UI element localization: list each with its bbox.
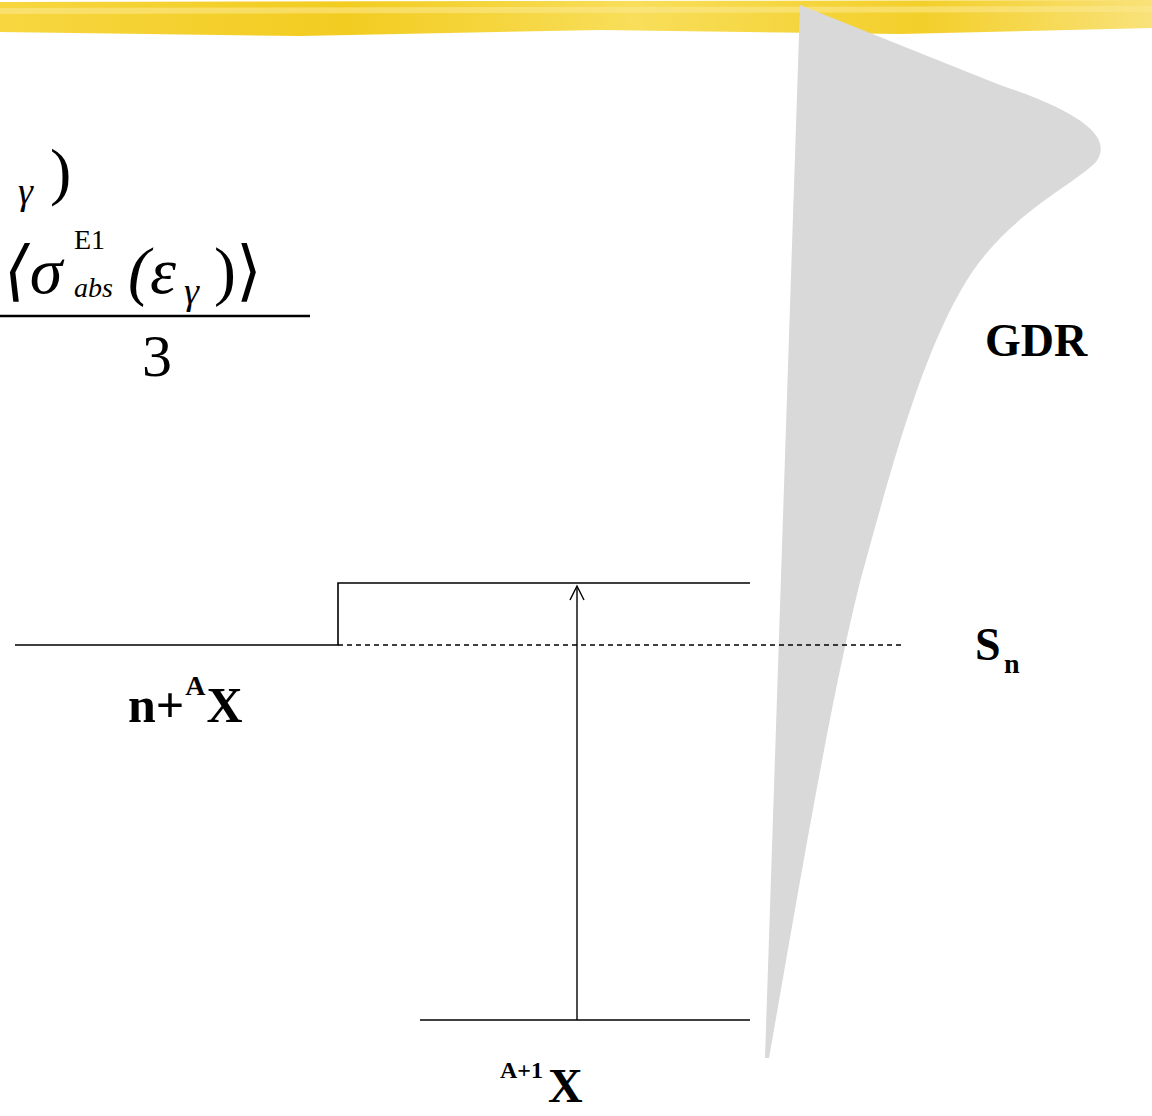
transition-arrow: [576, 587, 577, 1020]
channel-label: n+: [128, 680, 184, 730]
formula-superscript: E1: [74, 226, 105, 254]
resonance-label: GDR: [985, 318, 1087, 364]
formula-subscript: γ: [18, 172, 33, 210]
threshold-subscript: n: [1004, 650, 1020, 678]
mass-number: A+1: [500, 1058, 543, 1082]
formula-subscript: abs: [74, 274, 113, 302]
threshold-label: S: [975, 622, 1001, 668]
highlight-bar: [0, 0, 1152, 36]
energy-level: [15, 583, 750, 645]
nucleus-symbol: X: [548, 1062, 583, 1110]
formula-symbol: (ε: [128, 238, 176, 304]
formula-bracket: )⟩: [214, 238, 262, 304]
gdr-shape: [765, 5, 1101, 1058]
threshold-line: [338, 644, 905, 645]
arrow-head: [570, 586, 584, 600]
formula-denominator: 3: [142, 326, 172, 386]
fraction-bar: [0, 315, 310, 318]
formula-subscript: γ: [184, 272, 199, 310]
formula-bracket: ): [50, 140, 71, 204]
highlight-streak: [0, 6, 1152, 14]
ground-level: [420, 1019, 750, 1021]
nucleus-symbol: X: [207, 680, 243, 730]
mass-number: A: [185, 672, 205, 700]
formula-symbol: ⟨σ: [4, 238, 62, 304]
